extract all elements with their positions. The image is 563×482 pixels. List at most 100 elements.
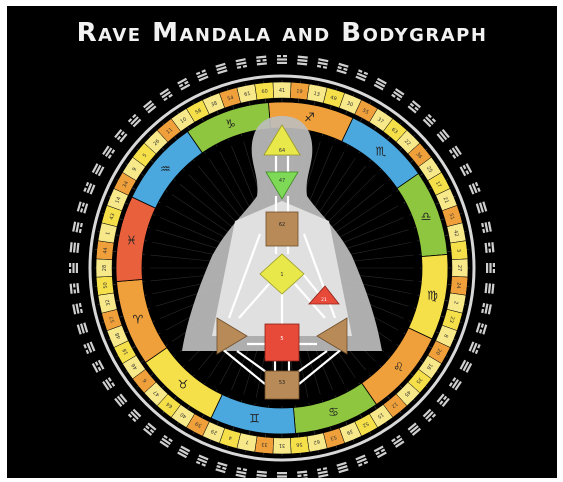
- gate-number: 44: [103, 247, 110, 254]
- zodiac-glyph: ♍: [427, 288, 438, 302]
- hexagram-icon: [449, 146, 462, 159]
- gate-number: 3: [455, 249, 461, 253]
- hexagram-icon: [215, 63, 227, 75]
- hexagram-icon: [177, 446, 190, 459]
- gate-number: 56: [296, 441, 303, 448]
- hexagram-icon: [476, 322, 488, 334]
- root-center: 53: [265, 371, 299, 399]
- hexagram-icon: [277, 472, 287, 478]
- gate-number: 19: [296, 89, 303, 96]
- hexagram-icon: [336, 462, 348, 474]
- gate-number: 33: [261, 441, 268, 448]
- hexagram-icon: [177, 78, 190, 91]
- zodiac-glyph: ♌: [393, 360, 404, 374]
- hexagram-icon: [485, 283, 495, 294]
- hexagram-icon: [469, 182, 481, 195]
- zodiac-glyph: ♐: [304, 110, 315, 124]
- hexagram-icon: [83, 341, 95, 354]
- rave-mandala-graphic: 4119134930553763223625172151423272422382…: [7, 6, 557, 478]
- hexagram-icon: [336, 63, 348, 75]
- hexagram-icon: [423, 409, 436, 422]
- hexagram-icon: [437, 394, 450, 407]
- hexagram-icon: [102, 377, 115, 390]
- hexagram-icon: [297, 471, 308, 478]
- gate-number: 42: [452, 230, 459, 237]
- zodiac-glyph: ♏: [376, 144, 387, 158]
- hexagram-icon: [70, 283, 80, 294]
- hexagram-icon: [476, 201, 488, 213]
- hexagram-icon: [355, 69, 368, 81]
- hexagram-icon: [92, 163, 105, 176]
- hexagram-icon: [77, 201, 89, 213]
- hexagram-icon: [72, 303, 83, 315]
- zodiac-glyph: ♓: [126, 234, 137, 248]
- hexagram-icon: [128, 114, 141, 127]
- gate-number: 41: [279, 88, 285, 94]
- hexagram-icon: [460, 163, 473, 176]
- hexagram-icon: [256, 56, 267, 66]
- hexagram-icon: [215, 462, 227, 474]
- hexagram-icon: [92, 360, 105, 373]
- hexagram-icon: [391, 88, 404, 101]
- hexagram-icon: [355, 455, 368, 467]
- gate-number: 50: [103, 282, 110, 289]
- hexagram-icon: [297, 56, 308, 66]
- zodiac-glyph: ♎: [421, 209, 432, 223]
- zodiac-glyph: ♑: [225, 117, 236, 131]
- hexagram-icon: [160, 88, 173, 101]
- hexagram-icon: [277, 55, 287, 64]
- throat-center: 62: [266, 212, 298, 246]
- head-gates: 64: [279, 148, 285, 154]
- hexagram-icon: [449, 377, 462, 390]
- hexagram-icon: [485, 242, 495, 253]
- hexagram-icon: [437, 129, 450, 142]
- ajna-gates: 47: [279, 178, 285, 184]
- hexagram-icon: [236, 58, 248, 69]
- gate-number: 13: [313, 91, 320, 98]
- throat-gates: 62: [279, 222, 285, 228]
- hexagram-icon: [469, 341, 481, 354]
- gate-number: 28: [102, 265, 108, 271]
- hexagram-icon: [374, 446, 387, 459]
- hexagram-icon: [160, 435, 173, 448]
- hexagram-icon: [83, 182, 95, 195]
- g-gates: 1: [280, 272, 283, 278]
- hexagram-icon: [481, 222, 492, 234]
- hexagram-icon: [374, 78, 387, 91]
- hexagram-icon: [72, 222, 83, 234]
- hexagram-icon: [196, 69, 209, 81]
- hexagram-icon: [128, 409, 141, 422]
- gate-number: 31: [279, 442, 285, 448]
- gate-number: 60: [261, 89, 268, 96]
- zodiac-glyph: ♉: [178, 378, 189, 392]
- zodiac-glyph: ♒: [160, 162, 171, 176]
- sacral-center: 5: [265, 324, 299, 361]
- gate-number: 27: [456, 265, 462, 271]
- hexagram-icon: [317, 58, 329, 69]
- hexagram-icon: [408, 100, 421, 113]
- hexagram-icon: [102, 146, 115, 159]
- hexagram-icon: [391, 435, 404, 448]
- hexagram-icon: [423, 114, 436, 127]
- gate-number: 32: [105, 299, 112, 306]
- hexagram-icon: [317, 467, 329, 478]
- hexagram-icon: [114, 129, 127, 142]
- hexagram-icon: [70, 242, 80, 253]
- zodiac-glyph: ♋: [328, 405, 339, 419]
- hexagram-icon: [196, 455, 209, 467]
- hexagram-icon: [460, 360, 473, 373]
- hexagram-icon: [486, 263, 495, 273]
- root-gates: 53: [279, 380, 285, 386]
- hexagram-icon: [236, 467, 248, 478]
- gate-number: 61: [244, 91, 251, 98]
- hexagram-icon: [69, 263, 78, 273]
- gate-number: 24: [455, 282, 462, 289]
- hexagram-icon: [114, 394, 127, 407]
- hexagram-icon: [143, 423, 156, 436]
- zodiac-glyph: ♈: [133, 313, 144, 327]
- sacral-gates: 5: [280, 336, 283, 342]
- hexagram-icon: [256, 471, 267, 478]
- hexagram-icon: [77, 322, 89, 334]
